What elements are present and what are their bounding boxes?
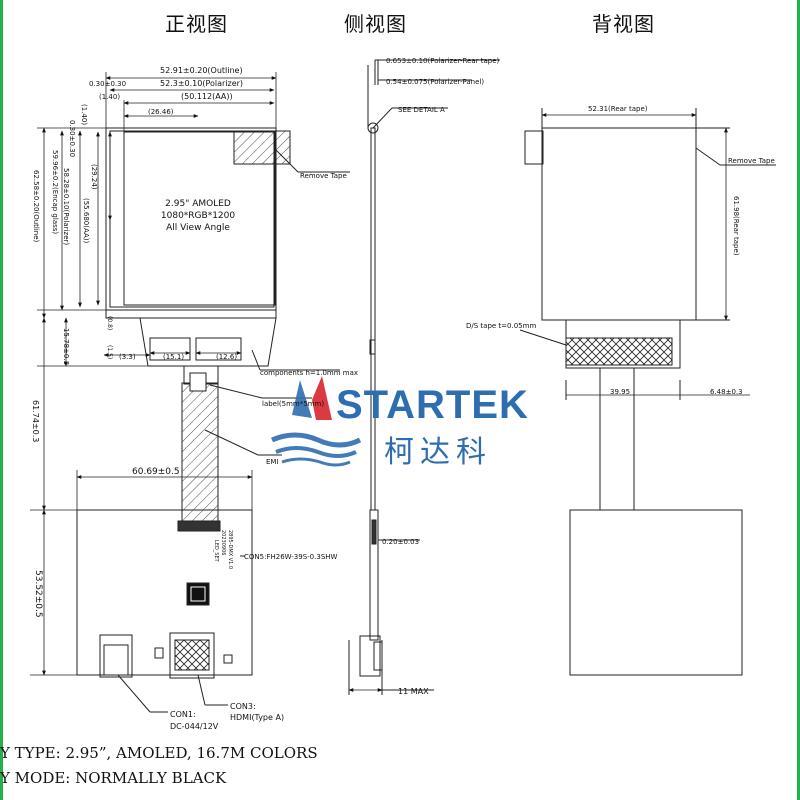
remove-tape-label: Remove Tape — [300, 172, 347, 180]
front-labels: 52.91±0.20(Outline) 52.3±0.10(Polarizer)… — [31, 66, 358, 731]
left-border — [0, 0, 3, 800]
pcb-silkscreen-3: LED_SET — [213, 540, 219, 563]
back-remove-tape-label: Remove Tape — [728, 157, 775, 165]
pcb-silkscreen-2: 20230906 — [220, 530, 226, 555]
label-box-label: label(5mm*5mm) — [262, 400, 324, 408]
con5-connector — [177, 520, 221, 532]
emi-label: EMI — [266, 458, 279, 466]
dim-11-max: 11 MAX — [398, 687, 429, 696]
ds-tape — [565, 337, 673, 366]
back-view-title: 背视图 — [592, 12, 655, 36]
pcb-chip — [186, 582, 210, 606]
dim-0-8: (0.8) — [106, 316, 113, 330]
dim-6-48: 6.48±0.3 — [710, 388, 743, 396]
fpc-upper — [139, 317, 277, 367]
back-labels: 52.31(Rear tape) Remove Tape 61.98(Rear … — [466, 105, 775, 396]
logo-name: STARTEK — [336, 383, 529, 427]
pcb-silkscreen-1: 2895-DMX V1.0 — [227, 530, 233, 569]
dim-3-3: (3.3) — [119, 353, 136, 361]
logo-sail-red — [312, 376, 332, 420]
dim-rear-tape-height: 61.98(Rear tape) — [732, 196, 740, 256]
con1-label-b: DC-044/12V — [170, 722, 219, 731]
panel-title: 2.95" AMOLED — [165, 199, 231, 209]
see-detail-a: SEE DETAIL A — [398, 106, 445, 114]
startek-logo — [271, 376, 362, 467]
con1-connector — [99, 634, 133, 678]
dim-1-5: (1.5) — [106, 345, 113, 359]
back-view — [519, 108, 776, 676]
side-view-title: 侧视图 — [344, 12, 407, 36]
detail-a-circle — [367, 122, 379, 134]
front-dimensions — [30, 72, 277, 676]
fpc-component-left — [149, 337, 191, 361]
dim-15-1: (15.1) — [163, 353, 184, 361]
con3-label-a: CON3: — [230, 702, 256, 711]
con3-connector — [169, 632, 215, 679]
dim-39-95: 39.95 — [610, 388, 630, 396]
dim-outline-width: 52.91±0.20(Outline) — [160, 66, 243, 75]
spec-line-mode: Y MODE: NORMALLY BLACK — [0, 769, 227, 787]
con1-label-a: CON1: — [170, 710, 196, 719]
dim-v-outline: 62.58±0.20(Outline) — [32, 170, 40, 243]
dim-0-20: 0.20±0.03 — [382, 538, 419, 546]
right-border — [797, 0, 800, 800]
logo-text: STARTEK 柯达科 — [336, 383, 529, 470]
emi-tail — [181, 382, 219, 522]
dim-v-aa: (55.680(AA)) — [82, 198, 90, 243]
dim-26-46: (26.46) — [148, 108, 174, 116]
back-rear-tape — [541, 127, 697, 321]
dim-60-69: 60.69±0.5 — [132, 467, 180, 477]
dim-0-653: 0.653±0.10(Polarizer-Rear tape) — [386, 57, 500, 65]
logo-chinese: 柯达科 — [384, 435, 492, 470]
logo-wave — [271, 432, 362, 448]
dim-v-0-30: 0.30±0.30 — [68, 120, 76, 157]
con3-label-b: HDMI(Type A) — [230, 713, 284, 722]
dim-1-40: (1.40) — [99, 93, 120, 101]
dim-v-polarizer: 58.28±0.10(Polarizer) — [62, 168, 70, 245]
dim-left-offset: 0.30±0.30 — [89, 80, 126, 88]
dim-polarizer-width: 52.3±0.10(Polarizer) — [160, 79, 243, 88]
dim-53-52: 53.52±0.5 — [33, 570, 43, 618]
dim-61-74: 61.74±0.3 — [31, 400, 40, 442]
label-box — [189, 372, 207, 392]
back-pcb — [569, 509, 743, 676]
front-view-title: 正视图 — [165, 12, 228, 36]
con5-label: CON5:FH26W-39S-0.3SHW — [244, 553, 338, 561]
pcb-board — [76, 509, 253, 676]
ds-tape-label: D/S tape t=0.05mm — [466, 322, 536, 330]
dim-0-54: 0.54±0.075(Polarizer-Panel) — [386, 78, 484, 86]
dim-aa-width: (50.112(AA)) — [181, 92, 233, 101]
front-encap-glass — [105, 309, 277, 319]
side-connector — [359, 635, 381, 677]
logo-sail-blue — [292, 380, 312, 418]
side-view — [348, 59, 500, 695]
back-remove-tape — [524, 130, 544, 165]
dim-12-6: (12.6) — [216, 353, 237, 361]
dim-v-1-40: (1.40) — [80, 104, 88, 125]
side-labels: 0.653±0.10(Polarizer-Rear tape) 0.54±0.0… — [382, 57, 500, 696]
components-label: components h=1.0mm max — [260, 369, 358, 377]
front-active-area — [123, 131, 276, 306]
dim-v-cover: 59.96±0.2(Encap glass) — [51, 150, 59, 234]
dim-v-29-24: (29.24) — [90, 164, 98, 190]
panel-resolution: 1080*RGB*1200 — [161, 211, 235, 221]
spec-line-type: Y TYPE: 2.95”, AMOLED, 16.7M COLORS — [0, 744, 318, 762]
side-panel-stack — [370, 127, 376, 511]
front-remove-tape — [233, 130, 291, 165]
dim-rear-tape-width: 52.31(Rear tape) — [588, 105, 648, 113]
dim-15-78: 15.78±0.3 — [62, 328, 70, 365]
panel-view-angle: All View Angle — [166, 223, 230, 233]
fpc-component-right — [195, 337, 242, 361]
